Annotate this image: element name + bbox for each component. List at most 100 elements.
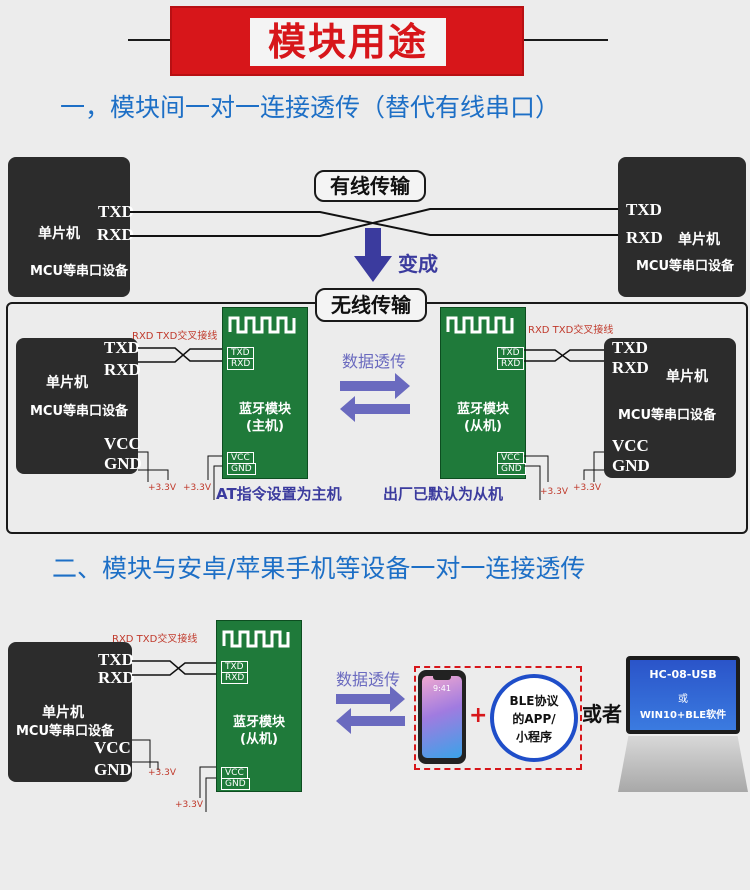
master-gnd: GND xyxy=(227,463,256,475)
slave-note: 出厂已默认为从机 xyxy=(383,485,504,503)
phone-transfer-text: 数据透传 xyxy=(336,670,401,689)
phone-time: 9:41 xyxy=(433,684,451,693)
master-vcc-wire xyxy=(207,455,222,480)
laptop-line3: WIN10+BLE软件 xyxy=(639,710,727,721)
banner-rule-right xyxy=(482,39,608,41)
phone-mcu-rxd: RXD xyxy=(98,668,135,687)
app-line2: 的APP/ xyxy=(512,712,556,726)
wireless-left-rxd: RXD xyxy=(104,360,141,379)
phone-power-2: +3.3V xyxy=(175,800,204,810)
master-module: TXD RXD 蓝牙模块 (主机) VCC GND xyxy=(222,307,308,479)
wireless-left-name: 单片机 xyxy=(46,375,88,391)
phone-wire-txd xyxy=(132,660,216,675)
phone-mcu-txd: TXD xyxy=(98,650,134,669)
wired-right-name: 单片机 xyxy=(678,232,720,248)
phone-mcu-name: 单片机 xyxy=(42,705,84,721)
wireless-right-vcc-wire xyxy=(593,451,604,482)
wireless-left-mcu: TXD RXD 单片机 MCU等串口设备 VCC GND xyxy=(16,338,142,474)
phone-transfer-arrow-right-icon xyxy=(336,686,405,712)
wireless-left-gnd-wire xyxy=(138,469,169,480)
phone-module-wave-icon xyxy=(222,630,290,648)
phone-cross-note: RXD TXD交叉接线 xyxy=(112,634,198,645)
slave-rxd: RXD xyxy=(497,358,525,370)
laptop-line1: HC-08-USB xyxy=(649,668,717,681)
wireless-power-2: +3.3V xyxy=(183,483,212,493)
phone-module-gnd: GND xyxy=(221,778,250,790)
wireless-right-mcu: TXD RXD 单片机 MCU等串口设备 VCC GND xyxy=(604,338,736,478)
wireless-right-vcc: VCC xyxy=(612,436,649,455)
wired-right-mcu: TXD RXD 单片机 MCU等串口设备 xyxy=(618,157,746,297)
section2-title: 二、模块与安卓/苹果手机等设备一对一连接透传 xyxy=(52,554,586,583)
plus-icon: + xyxy=(469,703,488,728)
phone-vcc-wire xyxy=(132,739,151,768)
wireless-right-cross-note: RXD TXD交叉接线 xyxy=(528,325,614,336)
phone-module-gnd-wire xyxy=(205,777,216,812)
laptop-display: HC-08-USB 或 WIN10+BLE软件 xyxy=(630,660,736,730)
master-name: 蓝牙模块 xyxy=(238,402,291,417)
wireless-power-3: +3.3V xyxy=(540,487,569,497)
wireless-left-gnd: GND xyxy=(104,454,142,473)
phone-module-rxd: RXD xyxy=(221,672,249,684)
wireless-right-name: 单片机 xyxy=(666,369,708,385)
wireless-transfer-text: 数据透传 xyxy=(342,352,407,371)
down-arrow-icon xyxy=(354,228,392,282)
wired-arrow-label: 变成 xyxy=(398,252,438,276)
phone-mcu-vcc: VCC xyxy=(94,738,131,757)
slave-module: TXD RXD 蓝牙模块 (从机) VCC GND xyxy=(440,307,526,479)
app-circle: BLE协议 的APP/ 小程序 xyxy=(490,674,578,762)
slave-gnd: GND xyxy=(497,463,526,475)
phone-mcu-gnd: GND xyxy=(94,760,132,779)
laptop-base xyxy=(618,736,748,792)
wired-left-mcu: TXD RXD 单片机 MCU等串口设备 xyxy=(8,157,134,297)
wired-wire-rxd xyxy=(130,208,618,237)
wireless-right-wire-rxd xyxy=(524,349,604,362)
slave-gnd-wire xyxy=(524,465,541,500)
slave-name: 蓝牙模块 xyxy=(456,402,509,417)
wireless-right-wire-txd xyxy=(524,349,604,362)
device-box xyxy=(414,666,582,770)
wireless-transfer-label: 无线传输 xyxy=(315,288,427,322)
phone-mcu-sub: MCU等串口设备 xyxy=(16,724,115,739)
wireless-left-vcc-wire xyxy=(138,451,149,482)
wireless-right-gnd: GND xyxy=(612,456,650,475)
wired-transfer-label: 有线传输 xyxy=(314,170,426,202)
wired-right-txd: TXD xyxy=(626,200,662,219)
master-role: (主机) xyxy=(246,419,284,434)
phone-mcu: TXD RXD 单片机 MCU等串口设备 VCC GND xyxy=(8,642,135,782)
laptop-icon: HC-08-USB 或 WIN10+BLE软件 xyxy=(618,656,748,796)
wired-left-txd: TXD xyxy=(98,202,134,221)
laptop-line2: 或 xyxy=(678,694,688,705)
master-wave-icon xyxy=(228,316,296,334)
wireless-power-1: +3.3V xyxy=(148,483,177,493)
banner-plate: 模块用途 xyxy=(250,18,446,66)
wireless-right-gnd-wire xyxy=(583,469,604,480)
wired-right-sub: MCU等串口设备 xyxy=(636,259,735,274)
wired-left-sub: MCU等串口设备 xyxy=(30,264,129,279)
wired-left-name: 单片机 xyxy=(38,226,80,242)
phone-screen xyxy=(422,676,462,758)
transfer-arrow-left-icon xyxy=(340,396,410,422)
laptop-screen: HC-08-USB 或 WIN10+BLE软件 xyxy=(626,656,740,734)
wired-right-rxd: RXD xyxy=(626,228,663,247)
phone-module-vcc-wire xyxy=(199,766,216,798)
section1-title: 一，模块间一对一连接透传（替代有线串口） xyxy=(60,93,561,122)
app-line1: BLE协议 xyxy=(509,694,559,708)
wireless-left-txd: TXD xyxy=(104,338,140,357)
app-line3: 小程序 xyxy=(515,730,552,744)
phone-module: TXD RXD 蓝牙模块 (从机) VCC GND xyxy=(216,620,302,792)
phone-transfer-arrow-left-icon xyxy=(336,708,405,734)
wireless-left-vcc: VCC xyxy=(104,434,141,453)
wireless-left-cross-note: RXD TXD交叉接线 xyxy=(132,331,218,342)
master-note: AT指令设置为主机 xyxy=(216,485,342,503)
phone-module-role: (从机) xyxy=(240,732,278,747)
phone-module-name: 蓝牙模块 xyxy=(232,715,285,730)
slave-vcc-wire xyxy=(524,455,549,482)
or-text: 或者 xyxy=(582,702,622,726)
wireless-left-wire-rxd xyxy=(138,348,222,363)
slave-wave-icon xyxy=(446,316,514,334)
phone-notch xyxy=(433,676,451,680)
wireless-power-4: +3.3V xyxy=(573,483,602,493)
title-banner: 模块用途 xyxy=(170,6,524,76)
wireless-right-rxd: RXD xyxy=(612,358,649,377)
